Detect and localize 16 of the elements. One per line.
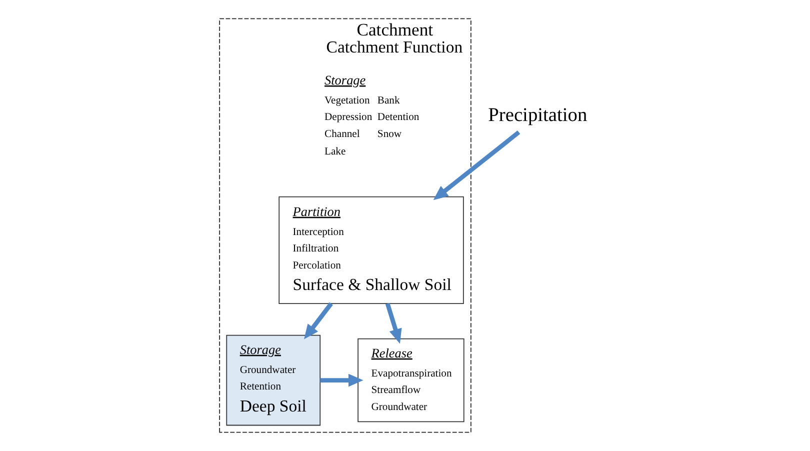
node-box: Release Evapotranspiration Streamflow Groundwater (358, 338, 464, 422)
label: Vegetation (324, 95, 370, 106)
node-text: Precipitation (488, 105, 588, 126)
label: Channel (324, 128, 360, 140)
label: Bank (377, 95, 400, 106)
node-box: Storage Groundwater Retention Deep Soil (226, 334, 321, 426)
arrow (385, 302, 402, 344)
arrow (304, 302, 333, 340)
node-box: Partition Interception Infiltration Percolation Surface & Shallow Soil (278, 196, 464, 304)
label: Depression (324, 112, 372, 124)
arrow (320, 374, 364, 387)
label: Snow (377, 128, 402, 140)
arrow (433, 130, 520, 200)
label: Lake (324, 146, 346, 158)
label: Storage (324, 72, 366, 88)
label: Detention (377, 112, 420, 124)
